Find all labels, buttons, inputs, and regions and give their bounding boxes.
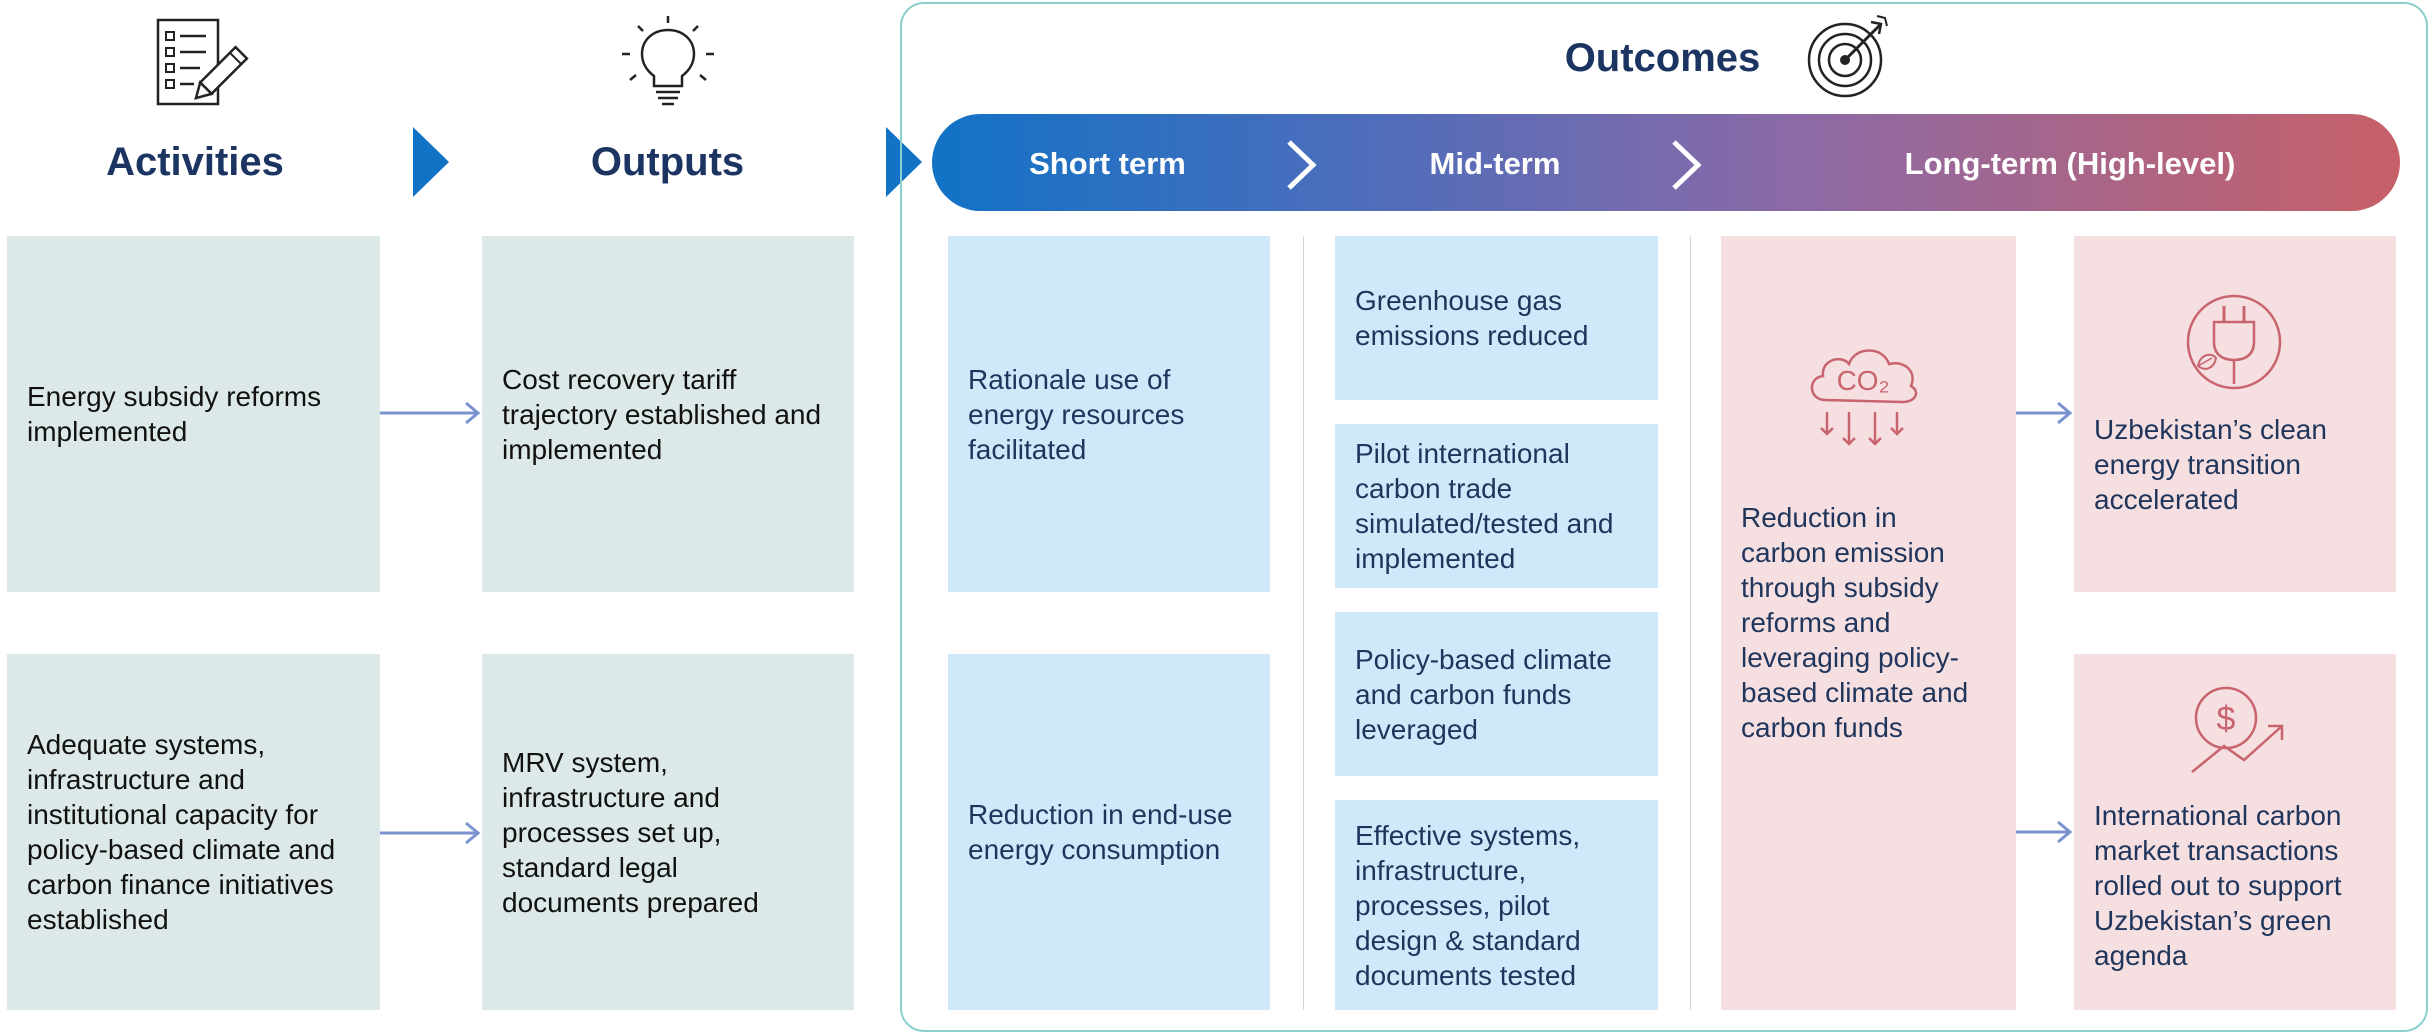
arrow-right-icon	[380, 401, 482, 425]
arrow-right-icon	[2016, 401, 2074, 425]
chevron-right-icon	[886, 127, 922, 197]
plug-leaf-icon	[2184, 292, 2284, 392]
mid-term-box-2: Pilot international carbon trade simulat…	[1335, 424, 1658, 588]
short-term-box-1: Rationale use of energy resources facili…	[948, 236, 1270, 592]
activity-text-1: Energy subsidy reforms implemented	[27, 381, 322, 447]
checklist-pencil-icon	[150, 16, 250, 111]
timeline-band	[932, 114, 2400, 211]
mid-term-box-4: Effective systems, infrastructure, proce…	[1335, 800, 1658, 1010]
activities-heading: Activities	[106, 140, 284, 184]
long-term-result-box-1: Uzbekistan’s clean energy transition acc…	[2074, 236, 2396, 592]
short-term-text-1: Rationale use of energy resources facili…	[968, 363, 1185, 465]
mid-term-text-4: Effective systems, infrastructure, proce…	[1355, 819, 1581, 991]
activity-box-2: Adequate systems, infrastructure and ins…	[7, 654, 380, 1010]
short-term-text-2: Reduction in end-use energy consumption	[968, 799, 1233, 865]
column-divider	[1690, 236, 1691, 1010]
mid-term-box-3: Policy-based climate and carbon funds le…	[1335, 612, 1658, 776]
output-box-1: Cost recovery tariff trajectory establis…	[482, 236, 854, 592]
arrow-right-icon	[380, 821, 482, 845]
long-term-main-text: Reduction in carbon emission through sub…	[1741, 502, 1969, 743]
long-term-result-text-1: Uzbekistan’s clean energy transition acc…	[2094, 414, 2327, 515]
band-label-mid-term: Mid-term	[1429, 146, 1561, 181]
output-text-1: Cost recovery tariff trajectory establis…	[502, 363, 822, 465]
short-term-box-2: Reduction in end-use energy consumption	[948, 654, 1270, 1010]
mid-term-box-1: Greenhouse gas emissions reduced	[1335, 236, 1658, 400]
long-term-main-box: CO₂ Reduction in carbon emission through…	[1721, 236, 2016, 1010]
chevron-right-icon	[1670, 140, 1704, 190]
co2-label: CO₂	[1836, 365, 1890, 396]
outcomes-heading: Outcomes	[1564, 36, 1761, 80]
outputs-heading: Outputs	[590, 140, 745, 184]
outcomes-panel	[900, 2, 2428, 1032]
arrow-right-icon	[2016, 820, 2074, 844]
svg-text:$: $	[2217, 700, 2236, 738]
long-term-result-text-2: International carbon market transactions…	[2094, 800, 2342, 971]
band-label-long-term: Long-term (High-level)	[1904, 146, 2236, 181]
column-divider	[1303, 236, 1304, 1010]
lightbulb-icon	[618, 14, 718, 114]
activity-text-2: Adequate systems, infrastructure and ins…	[27, 729, 336, 935]
mid-term-text-1: Greenhouse gas emissions reduced	[1355, 285, 1589, 351]
output-box-2: MRV system, infrastructure and processes…	[482, 654, 854, 1010]
dollar-growth-icon: $	[2184, 680, 2294, 780]
mid-term-text-2: Pilot international carbon trade simulat…	[1355, 438, 1614, 574]
activity-box-1: Energy subsidy reforms implemented	[7, 236, 380, 592]
chevron-right-icon	[1285, 140, 1319, 190]
output-text-2: MRV system, infrastructure and processes…	[502, 746, 759, 918]
target-dart-icon	[1805, 14, 1895, 100]
band-label-short-term: Short term	[1029, 146, 1186, 181]
mid-term-text-3: Policy-based climate and carbon funds le…	[1355, 643, 1612, 745]
co2-cloud-icon: CO₂	[1803, 336, 1923, 451]
chevron-right-icon	[413, 127, 449, 197]
long-term-result-box-2: $ International carbon market transactio…	[2074, 654, 2396, 1010]
